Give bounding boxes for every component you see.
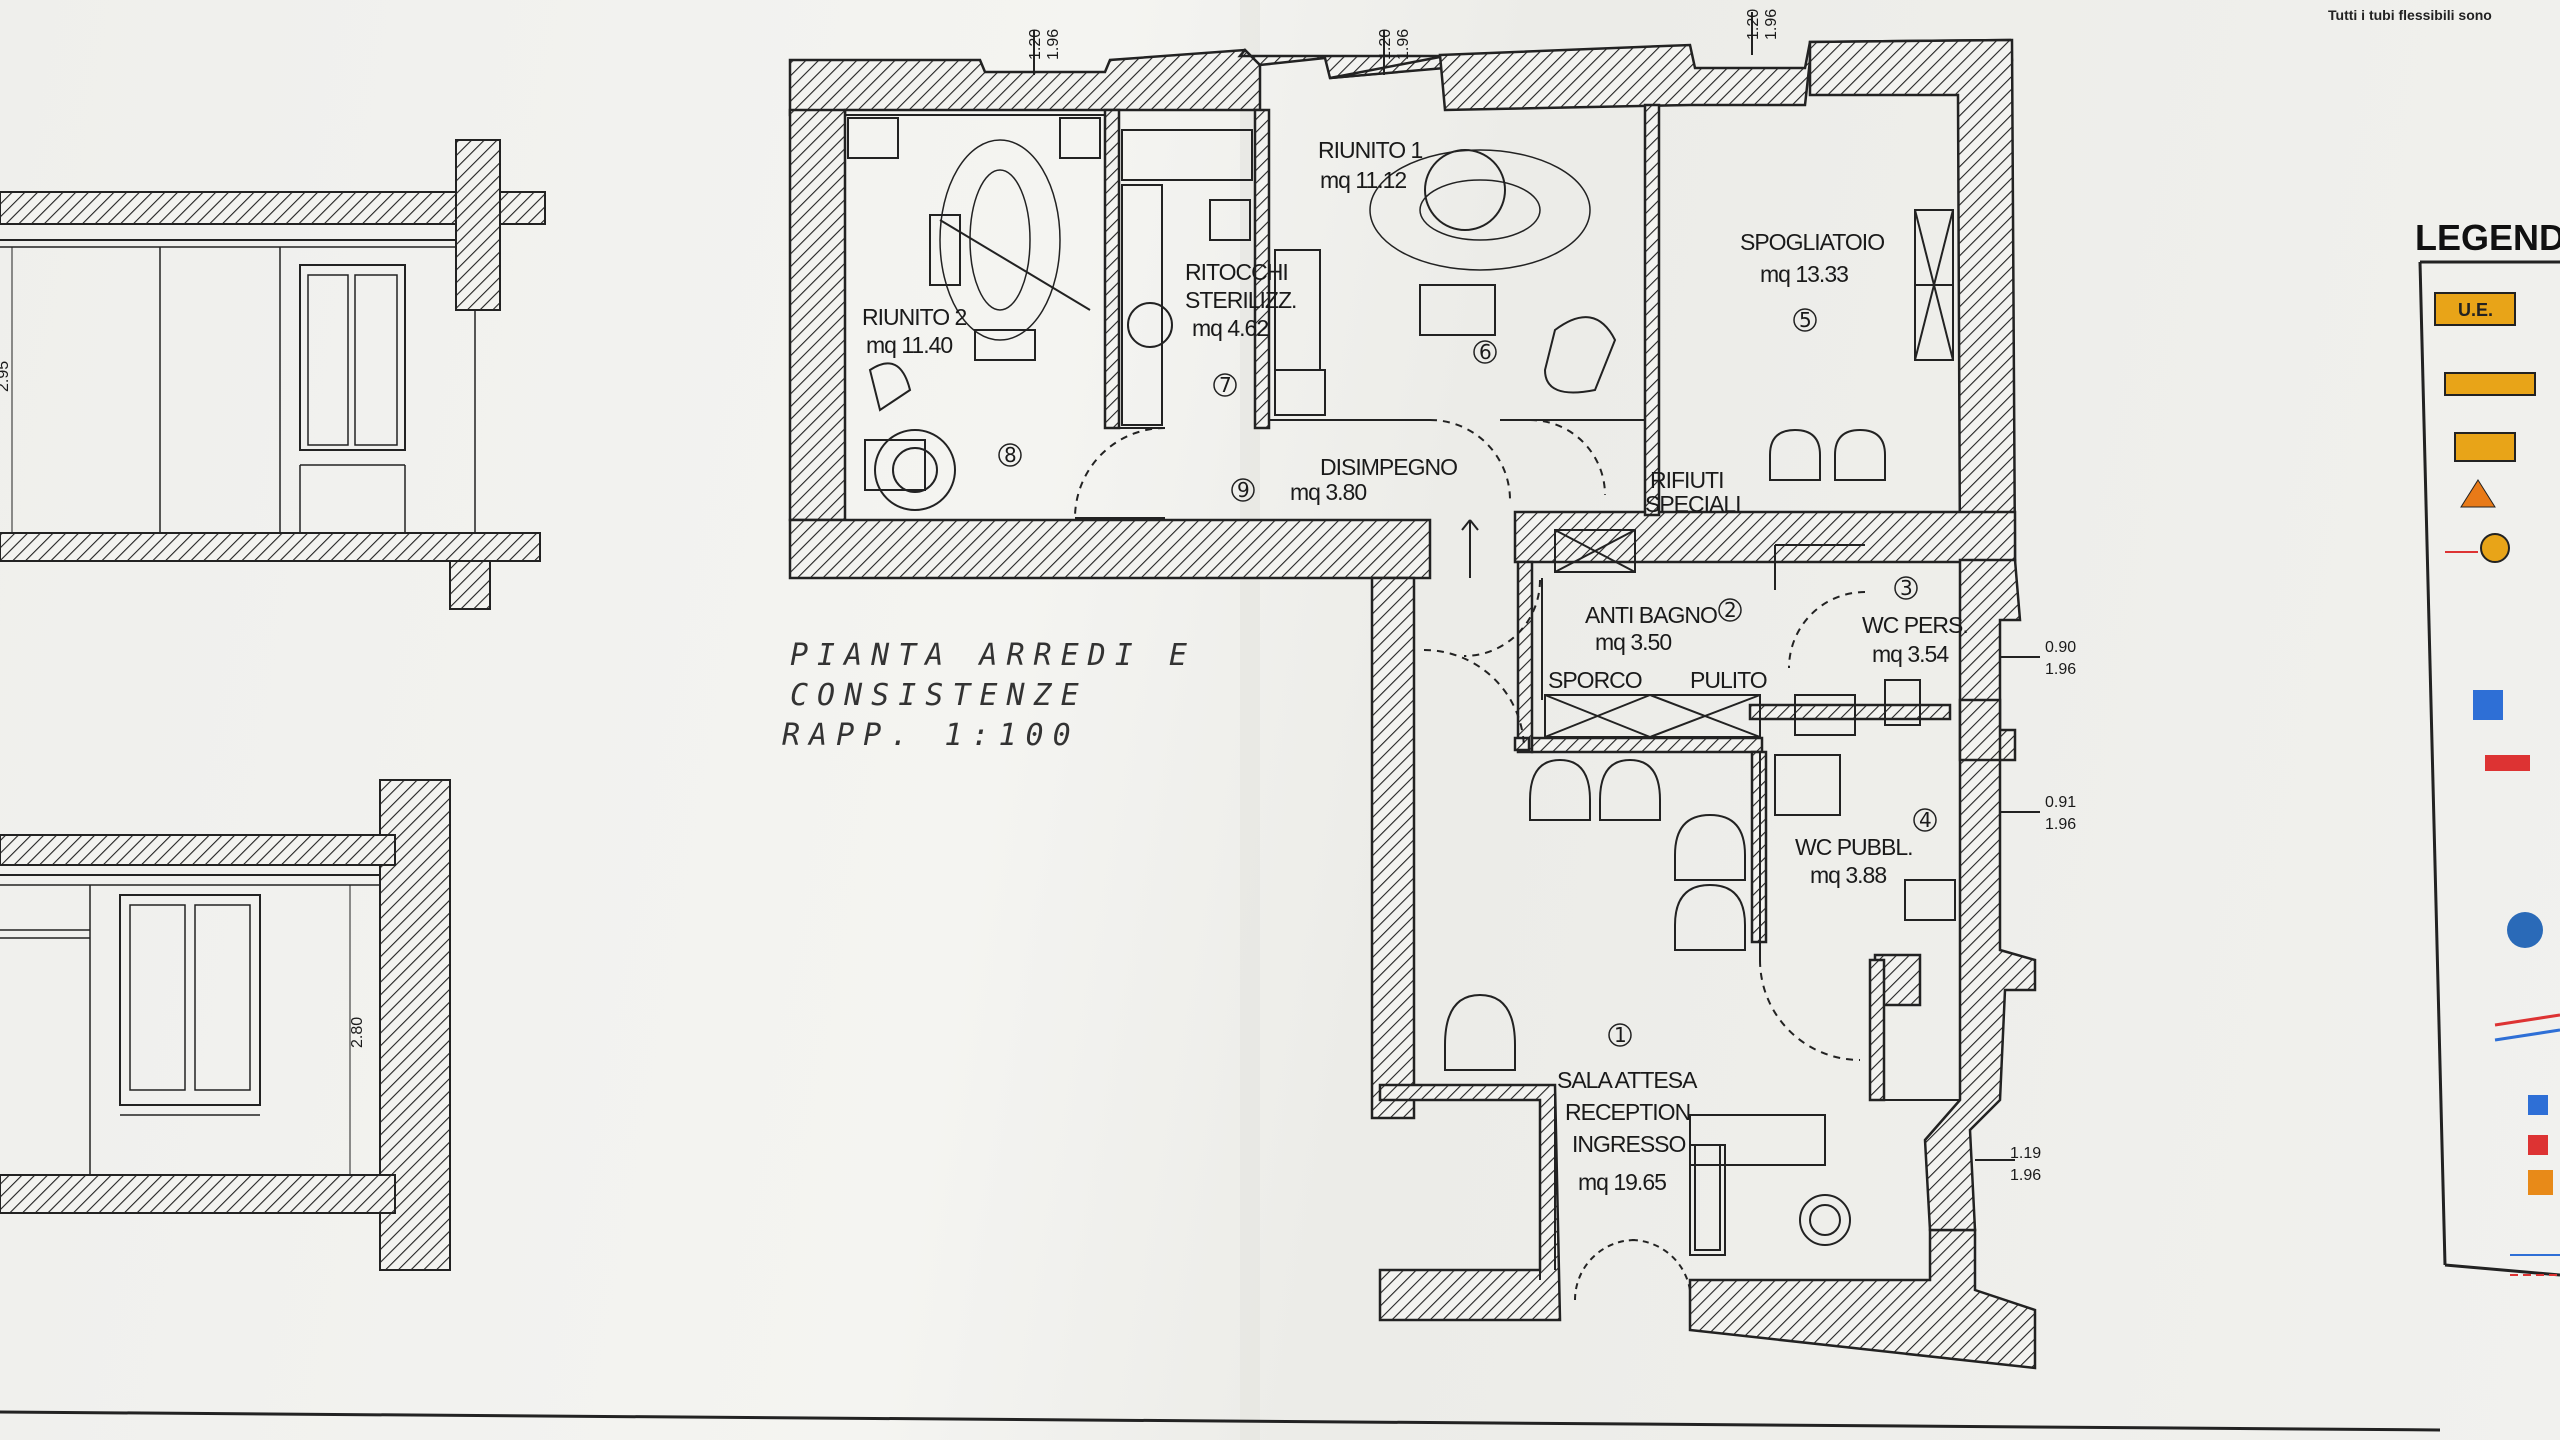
room-name: ANTI BAGNO — [1585, 602, 1717, 628]
legend-square-red — [2528, 1135, 2548, 1155]
legend-symbol-2 — [2444, 372, 2536, 396]
dim-top3-width: 1.20 — [1745, 9, 1762, 40]
room-name-2: RECEPTION — [1565, 1099, 1690, 1125]
room-wc-pers: 3 WC PERS. mq 3.54 — [1862, 576, 1969, 667]
room-area: mq 3.88 — [1810, 862, 1886, 888]
room-number: 4 — [1919, 808, 1932, 832]
room-area: mq 3.80 — [1290, 479, 1366, 505]
room-disimpegno: 9 DISIMPEGNO mq 3.80 — [1231, 454, 1458, 505]
room-number: 6 — [1479, 340, 1492, 364]
legend-square-blue — [2528, 1095, 2548, 1115]
room-wc-pubbl: 4 WC PUBBL. mq 3.88 — [1795, 808, 1937, 888]
plan-title-line1: PIANTA ARREDI E — [790, 638, 1196, 673]
section-drawing-bottom: 2.80 — [0, 779, 451, 1271]
dim-right1-width: 0.90 — [2045, 639, 2076, 656]
room-name: SPOGLIATOIO — [1740, 229, 1884, 255]
room-name: WC PERS. — [1862, 612, 1968, 638]
room-number: 8 — [1004, 443, 1017, 467]
section-drawing-top: 2.95 — [0, 139, 546, 610]
legend-panel: Tutti i tubi flessibili sono LEGEND U.E. — [2328, 7, 2560, 1277]
legend-symbol-4 — [2460, 479, 2496, 508]
room-name: SALA ATTESA — [1557, 1067, 1698, 1093]
room-number: 2 — [1724, 598, 1737, 622]
dim-right2-width: 0.91 — [2045, 794, 2076, 811]
room-area: mq 3.50 — [1595, 629, 1671, 655]
section1-height: 2.95 — [0, 361, 12, 392]
room-name: DISIMPEGNO — [1320, 454, 1457, 480]
room-number: 3 — [1900, 576, 1913, 600]
room-sala-attesa: 1 SALA ATTESA RECEPTION INGRESSO mq 19.6… — [1557, 1023, 1699, 1195]
room-number: 1 — [1614, 1023, 1627, 1047]
room-name-2: SPECIALI — [1645, 491, 1741, 517]
dim-top2-width: 1.20 — [1377, 29, 1394, 60]
legend-symbol-red — [2485, 755, 2530, 771]
ue-symbol — [2434, 292, 2516, 326]
room-name-3: INGRESSO — [1572, 1131, 1686, 1157]
sporco-label: SPORCO — [1548, 667, 1642, 693]
room-name: WC PUBBL. — [1795, 834, 1913, 860]
dim-right1-height: 1.96 — [2045, 661, 2076, 678]
plan-title-line2: CONSISTENZE — [790, 678, 1088, 713]
legend-square-orange — [2528, 1170, 2553, 1195]
room-name: RIFIUTI — [1650, 467, 1724, 493]
room-name: RIUNITO 2 — [862, 304, 967, 330]
room-area: mq 11.12 — [1320, 167, 1406, 193]
plan-partitions — [845, 114, 1960, 1280]
legend-symbol-pump — [2507, 912, 2543, 948]
legend-symbol-blue — [2473, 690, 2503, 720]
dim-top2-height: 1.96 — [1395, 29, 1412, 60]
room-riunito-1: RIUNITO 1 mq 11.12 6 — [1318, 137, 1497, 364]
room-name: RIUNITO 1 — [1318, 137, 1423, 163]
plan-title-scale: RAPP. 1:100 — [782, 718, 1080, 753]
dim-top1-width: 1.20 — [1027, 29, 1044, 60]
room-rifiuti-speciali: RIFIUTI SPECIALI — [1645, 467, 1742, 517]
room-anti-bagno: ANTI BAGNO 2 mq 3.50 SPORCO PULITO — [1548, 598, 1768, 693]
sheet-border-bottom — [0, 1410, 2441, 1432]
dim-right3-height: 1.96 — [2010, 1167, 2041, 1184]
corner-note: Tutti i tubi flessibili sono — [2328, 7, 2492, 23]
dim-top3-height: 1.96 — [1763, 9, 1780, 40]
room-name: RITOCCHI — [1185, 259, 1288, 285]
dim-right3-width: 1.19 — [2010, 1145, 2041, 1162]
legend-symbol-3 — [2454, 432, 2516, 462]
window-dimension-marks — [1033, 12, 2040, 1161]
legend-title: LEGEND — [2415, 217, 2560, 258]
plan-title: PIANTA ARREDI E CONSISTENZE RAPP. 1:100 — [782, 638, 1196, 753]
room-ritocchi-sterilizz: RITOCCHI STERILIZZ. mq 4.62 7 — [1185, 259, 1297, 397]
pulito-label: PULITO — [1690, 667, 1767, 693]
room-number: 7 — [1219, 373, 1232, 397]
room-area: mq 3.54 — [1872, 641, 1949, 667]
plan-walls — [788, 38, 2037, 1370]
room-number: 5 — [1799, 308, 1812, 332]
dim-right2-height: 1.96 — [2045, 816, 2076, 833]
dim-top1-height: 1.96 — [1045, 29, 1062, 60]
room-name-2: STERILIZZ. — [1185, 287, 1296, 313]
room-spogliatoio: SPOGLIATOIO mq 13.33 5 — [1740, 229, 1885, 332]
room-area: mq 11.40 — [866, 332, 952, 358]
room-number: 9 — [1237, 478, 1250, 502]
room-area: mq 4.62 — [1192, 315, 1268, 341]
plan-doors — [1074, 419, 1866, 1301]
room-area: mq 13.33 — [1760, 261, 1848, 287]
section2-height: 2.80 — [349, 1017, 366, 1048]
plan-furniture — [847, 117, 1956, 1256]
legend-symbol-5 — [2480, 533, 2510, 563]
room-riunito-2: RIUNITO 2 mq 11.40 8 — [862, 304, 1022, 467]
room-area: mq 19.65 — [1578, 1169, 1666, 1195]
ue-label: U.E. — [2458, 300, 2493, 320]
